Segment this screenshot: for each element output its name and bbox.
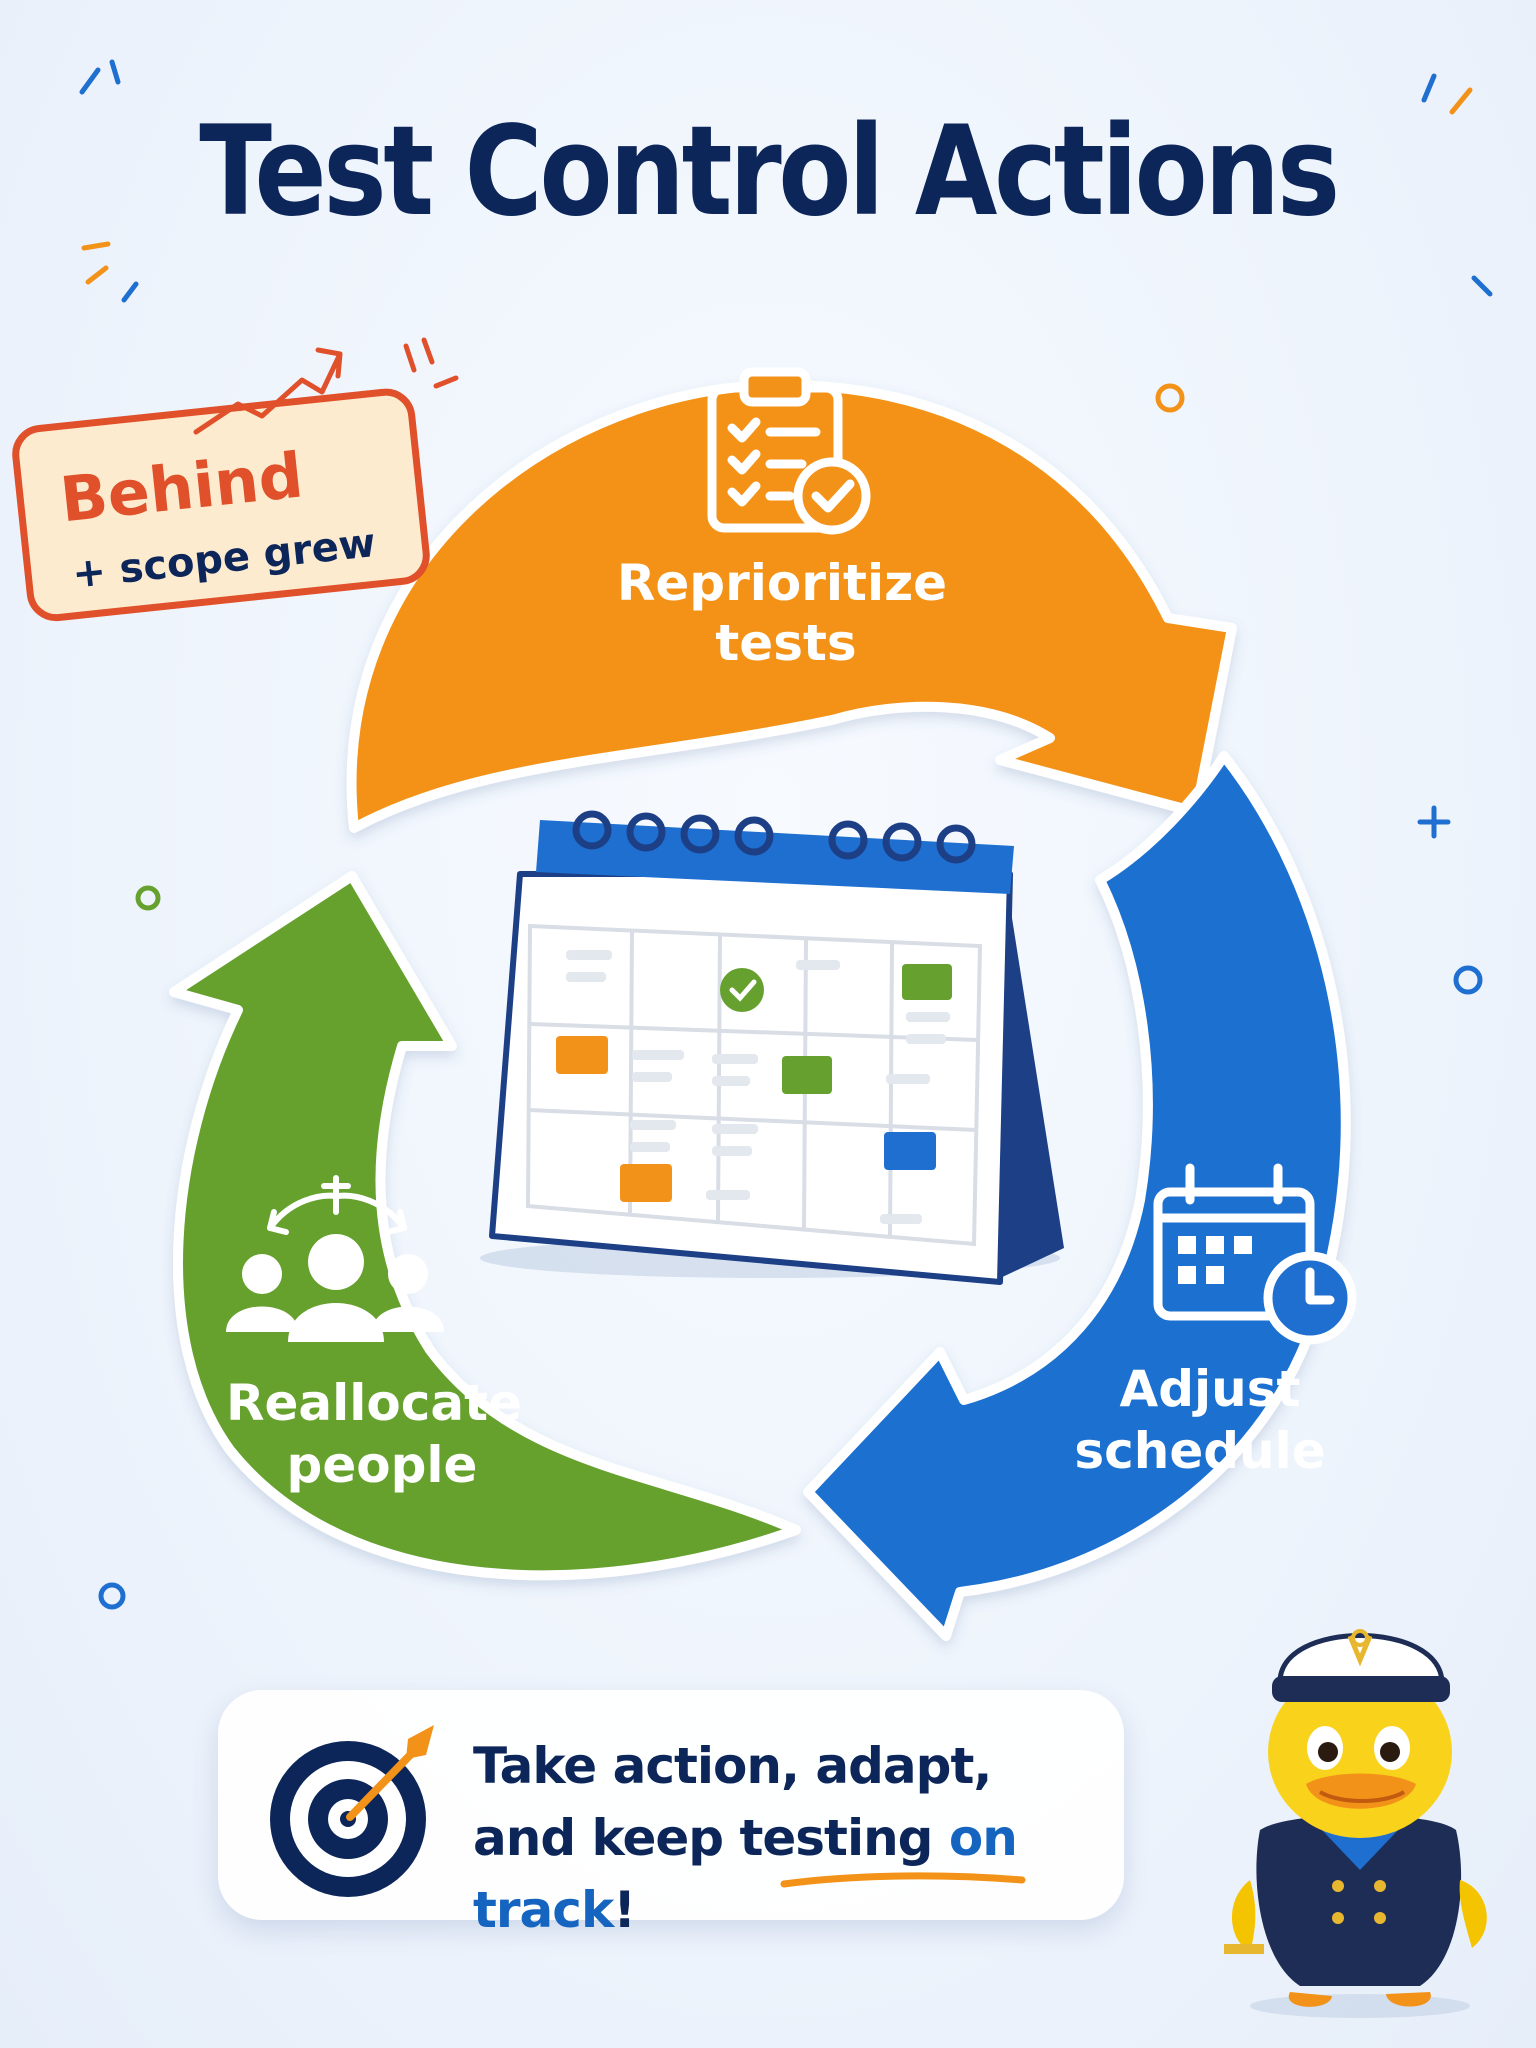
people-swap-icon — [226, 1175, 444, 1342]
reallocate-label-line1: Reallocate — [226, 1374, 522, 1432]
clipboard-check-icon — [707, 367, 871, 535]
adjust-label-line1: Adjust — [1120, 1360, 1301, 1418]
calendar-rings — [572, 810, 976, 864]
adjust-label-line2: schedule — [1074, 1422, 1325, 1480]
target-arrow-icon — [258, 1715, 458, 1910]
cycle-segments — [169, 380, 1351, 1641]
reallocate-label-line2: people — [287, 1436, 478, 1494]
reprioritize-label-line1: Reprioritize — [617, 554, 947, 612]
reprioritize-label-line2: tests — [715, 614, 856, 672]
page-title: Test Control Actions — [199, 100, 1340, 244]
status-badge: Behind + scope grew — [12, 388, 430, 622]
captain-duck-icon — [1210, 1580, 1500, 2025]
trend-up-icon — [193, 347, 343, 435]
highlight-underline — [780, 1872, 1026, 1888]
desk-calendar-icon — [480, 810, 1064, 1285]
callout-highlight: on track — [473, 1809, 1018, 1939]
callout-banner: Take action, adapt, and keep testing on … — [218, 1690, 1124, 1939]
calendar-clock-icon — [1153, 1163, 1357, 1345]
callout-text-main: Take action, adapt, and keep testing — [473, 1737, 992, 1867]
reallocate-arrow — [169, 871, 801, 1581]
decor-sparkles — [79, 59, 1493, 1610]
callout-text: Take action, adapt, and keep testing on … — [473, 1730, 1103, 1946]
callout-suffix: ! — [613, 1881, 636, 1939]
adjust-arrow — [803, 751, 1351, 1641]
reprioritize-arrow — [346, 380, 1237, 833]
